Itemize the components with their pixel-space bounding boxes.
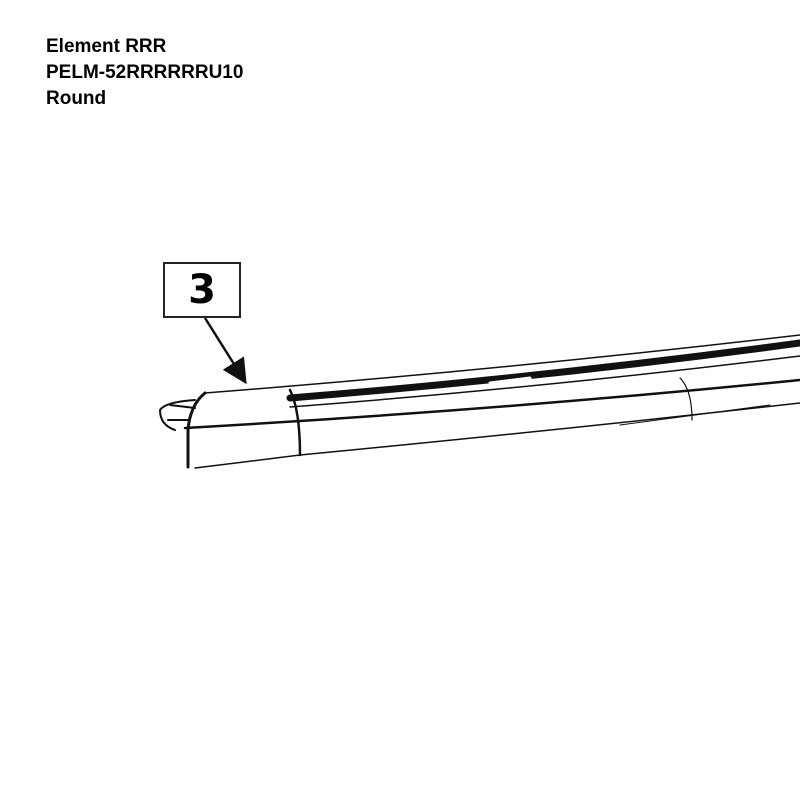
- callout-box: 3: [163, 262, 241, 318]
- part-number: PELM-52RRRRRRU10: [46, 62, 244, 83]
- part-info: Element RRR PELM-52RRRRRRU10 Round: [46, 34, 243, 112]
- part-shape: Round: [46, 88, 107, 109]
- callout-number: 3: [188, 267, 216, 313]
- wiper-blade: [159, 334, 800, 469]
- callout-arrow: [203, 317, 247, 385]
- part-name: Element RRR: [46, 36, 167, 57]
